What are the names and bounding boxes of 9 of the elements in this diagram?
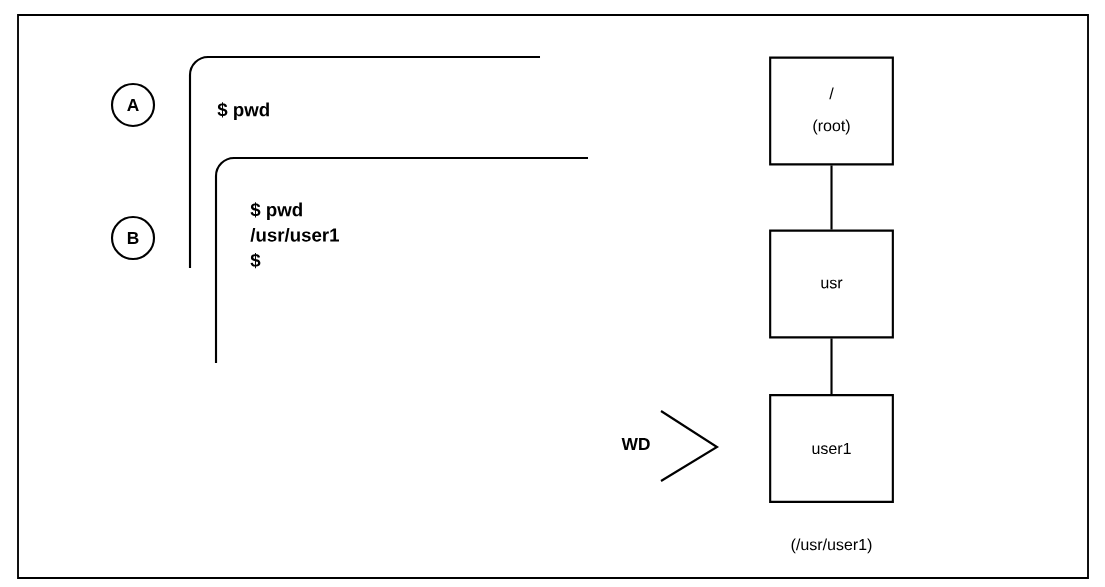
connector-line bbox=[830, 338, 833, 395]
directory-box: user1 bbox=[769, 394, 894, 503]
directory-box: usr bbox=[769, 229, 894, 339]
path-caption: (/usr/user1) bbox=[791, 538, 872, 554]
pointer-label: WD bbox=[621, 438, 650, 450]
connector-line bbox=[830, 165, 833, 230]
terminal-text: $ pwd bbox=[217, 102, 269, 120]
terminal-text: $ pwd /usr/user1 $ bbox=[250, 202, 339, 269]
directory-box: / (root) bbox=[769, 56, 894, 166]
